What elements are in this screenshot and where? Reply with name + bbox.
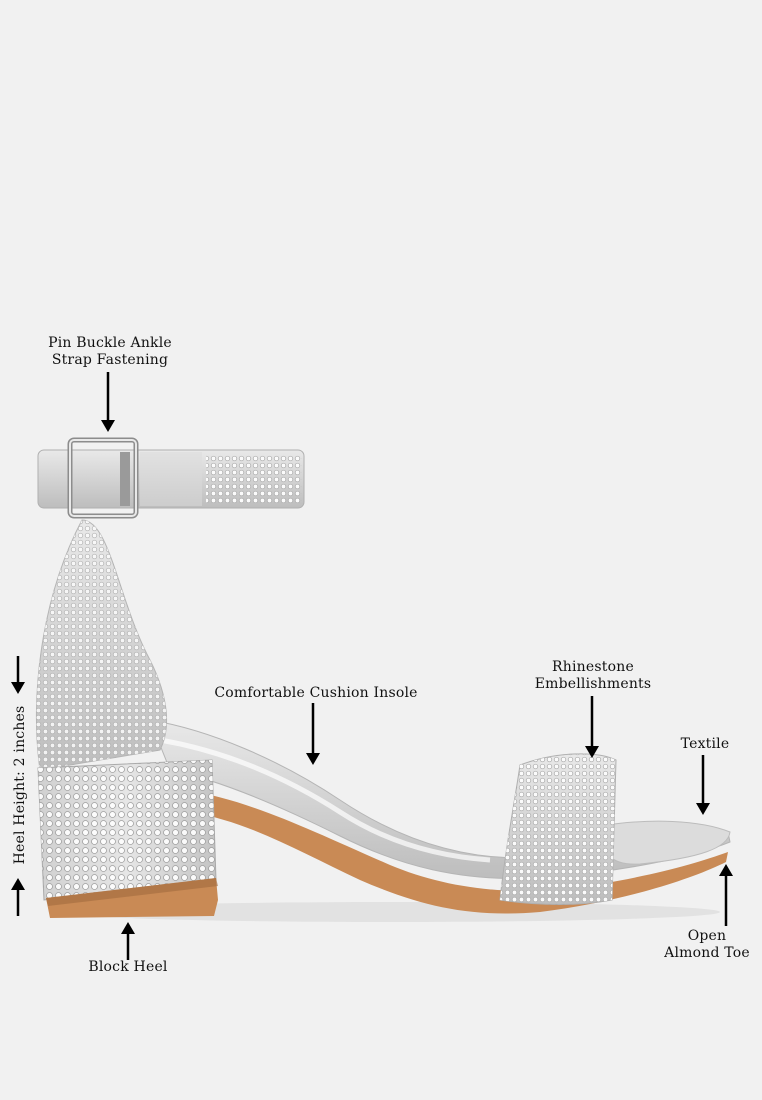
- annotation-rhinestone-line1: Rhinestone: [552, 659, 634, 675]
- annotation-buckle-line2: Strap Fastening: [51, 352, 169, 368]
- annotation-toe-line1: Open: [687, 928, 727, 944]
- arrow-up-toe: [719, 864, 733, 926]
- annotation-buckle-line1: Pin Buckle Ankle: [48, 335, 172, 351]
- arrow-down-buckle: [101, 372, 115, 432]
- insole: [149, 719, 731, 880]
- annotation-heel-height: Heel Height: 2 inches: [12, 705, 28, 865]
- annotation-textile: Textile: [680, 736, 730, 752]
- arrow-up-heel-height: [11, 878, 25, 916]
- annotation-toe: Open Almond Toe: [652, 928, 762, 962]
- arrow-down-insole: [306, 703, 320, 765]
- annotation-rhinestone: Rhinestone Embellishments: [520, 659, 666, 693]
- arrow-up-heel: [121, 922, 135, 960]
- annotation-heel: Block Heel: [88, 959, 168, 975]
- arrow-down-textile: [696, 755, 710, 815]
- annotation-rhinestone-line2: Embellishments: [534, 676, 652, 692]
- toe-front: [599, 820, 731, 865]
- outsole: [185, 790, 728, 914]
- annotation-insole: Comfortable Cushion Insole: [214, 685, 418, 701]
- annotation-toe-line2: Almond Toe: [664, 945, 750, 961]
- annotation-buckle: Pin Buckle Ankle Strap Fastening: [30, 335, 190, 369]
- arrow-down-heel-height: [11, 656, 25, 694]
- arrow-down-rhinestone: [585, 696, 599, 758]
